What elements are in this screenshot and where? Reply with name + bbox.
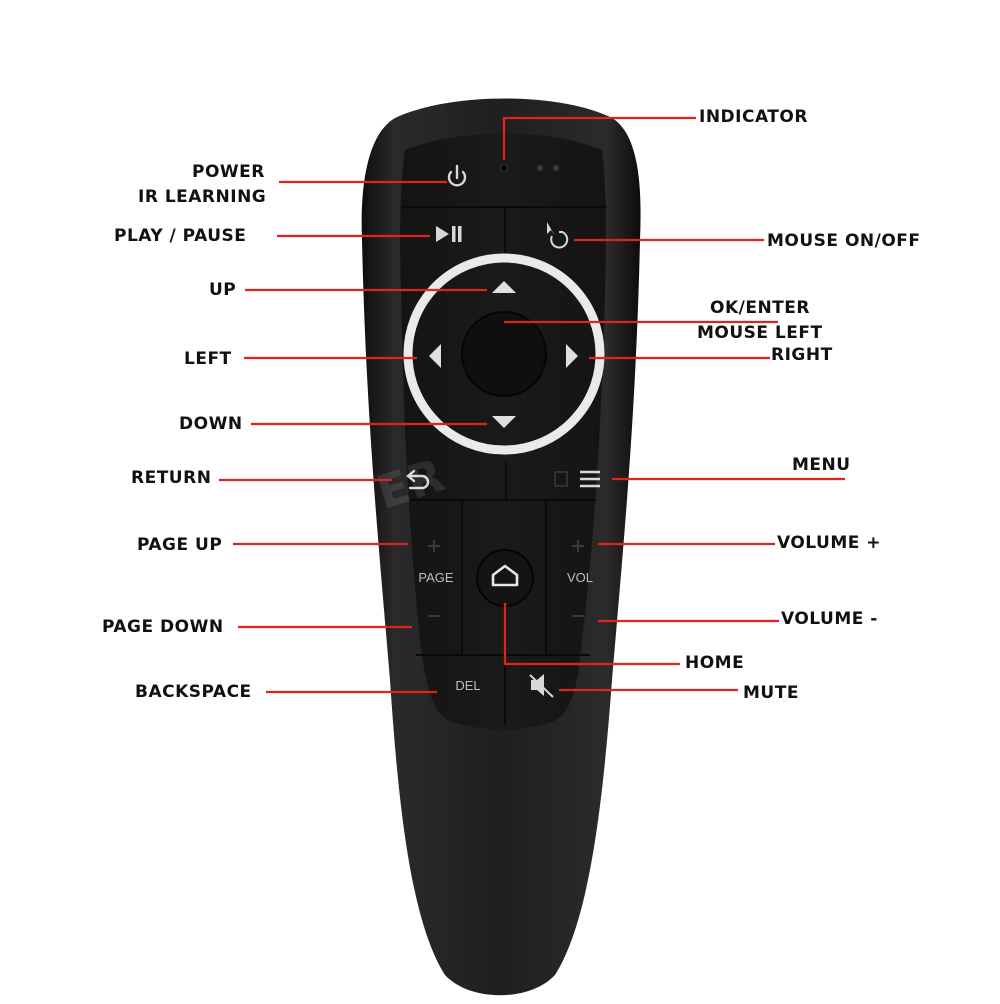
callout-lines	[219, 116, 845, 694]
label-indicator: INDICATOR	[699, 107, 808, 127]
label-volume-plus: VOLUME +	[777, 533, 882, 553]
ok-button[interactable]	[461, 311, 547, 397]
label-mouse-left: MOUSE LEFT	[697, 323, 823, 343]
label-menu: MENU	[792, 455, 851, 475]
dpad-ring[interactable]	[403, 253, 605, 455]
label-home: HOME	[685, 653, 745, 673]
mute-icon[interactable]	[529, 674, 554, 698]
label-mouse-onoff: MOUSE ON/OFF	[767, 231, 921, 251]
left-arrow-icon[interactable]	[429, 344, 441, 368]
label-power: POWER	[192, 162, 265, 182]
key-face	[400, 133, 606, 730]
label-play-pause: PLAY / PAUSE	[114, 226, 247, 246]
down-arrow-icon[interactable]	[492, 416, 516, 428]
right-arrow-icon[interactable]	[566, 344, 578, 368]
label-up: UP	[209, 280, 237, 300]
label-left: LEFT	[184, 349, 232, 369]
label-mute: MUTE	[743, 683, 799, 703]
key-seams	[402, 206, 606, 725]
power-icon[interactable]	[447, 164, 467, 187]
label-backspace: BACKSPACE	[135, 682, 252, 702]
del-key-label[interactable]: DEL	[455, 678, 480, 693]
label-right: RIGHT	[771, 345, 833, 365]
mouse-cursor-icon[interactable]	[547, 222, 569, 249]
label-page-down: PAGE DOWN	[102, 617, 224, 637]
home-button[interactable]	[476, 549, 534, 607]
play-pause-icon[interactable]	[436, 226, 462, 242]
up-arrow-icon[interactable]	[492, 281, 516, 293]
return-icon[interactable]	[406, 469, 430, 490]
label-down: DOWN	[179, 414, 243, 434]
vol-key-label[interactable]: VOL	[567, 570, 593, 585]
home-icon[interactable]	[491, 564, 519, 587]
menu-small-glyph	[554, 471, 568, 487]
label-return: RETURN	[131, 468, 212, 488]
label-ir-learning: IR LEARNING	[138, 187, 267, 207]
label-page-up: PAGE UP	[137, 535, 223, 555]
rocker-marks	[428, 540, 584, 617]
label-ok-enter: OK/ENTER	[710, 298, 810, 318]
menu-icon[interactable]	[580, 470, 600, 488]
page-key-label[interactable]: PAGE	[418, 570, 453, 585]
indicator-leds	[500, 164, 559, 172]
label-volume-minus: VOLUME -	[781, 609, 878, 629]
